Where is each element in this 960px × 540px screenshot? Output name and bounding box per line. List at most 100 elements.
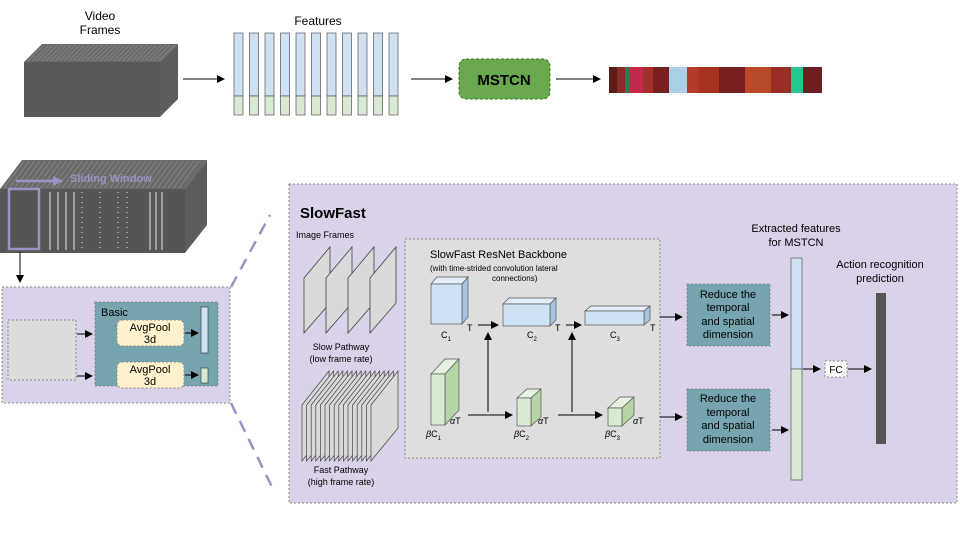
alpha-t-label-2: αT: [538, 416, 549, 426]
t-label-c1: T: [467, 323, 473, 333]
frame-stripe: [46, 160, 67, 189]
feature-bar-top: [233, 32, 244, 97]
action-recognition-label-1: Action recognition: [836, 259, 923, 271]
avgpool-bottom-box: [116, 361, 185, 389]
frame-stripe: [81, 44, 99, 62]
alpha-t-label-3: αT: [633, 416, 644, 426]
frame-stripe: [125, 160, 147, 189]
frame-stripe: [140, 44, 157, 62]
fast-cube-3: [607, 396, 635, 427]
features-label: Features: [294, 14, 341, 28]
feature-bar-top: [388, 32, 399, 97]
action-segment: [771, 67, 791, 93]
feature-bar-top: [311, 32, 321, 97]
frame-stripe: [30, 160, 51, 189]
feature-bar-top: [357, 32, 368, 97]
frame-stripe: [117, 44, 135, 62]
reduce-bottom-line1: Reduce the: [700, 393, 756, 405]
reduce-top-line1: Reduce the: [700, 289, 756, 301]
frame-stripe: [157, 160, 179, 189]
video-frames-block: [24, 44, 178, 117]
reduce-top-line2: temporal: [707, 302, 750, 314]
frame-stripe: [136, 160, 157, 189]
feature-bar-bottom: [357, 95, 368, 116]
frame-stripe: [152, 160, 173, 189]
feature-bar-top: [280, 32, 290, 97]
feature-bar-bottom: [295, 95, 306, 116]
slow-pathway-label-2: (low frame rate): [309, 354, 372, 364]
frame-stripe: [135, 44, 153, 62]
action-segment-strip: [609, 67, 822, 93]
video-frame-stripes: [27, 44, 175, 62]
frame-stripe: [77, 44, 94, 62]
frame-stripe: [113, 44, 130, 62]
frame-stripe: [178, 160, 200, 189]
avgpool-top-box: [116, 319, 185, 347]
action-segment: [745, 67, 771, 93]
action-segment: [719, 67, 745, 93]
frame-stripe: [35, 160, 57, 189]
avgpool-bottom-line2: 3d: [144, 376, 156, 388]
reduce-top-line4: dimension: [703, 329, 753, 341]
action-segment: [653, 67, 669, 93]
zoom-connector-top: [229, 214, 272, 288]
feature-bar-bottom: [280, 95, 290, 116]
backbone-sub-2: connections): [492, 274, 538, 283]
frame-stripe: [104, 160, 126, 189]
reduce-top-box: [686, 283, 771, 347]
frame-stripe: [114, 160, 136, 189]
mstcn-box: MSTCN: [458, 58, 551, 100]
fast-cube-1: [430, 358, 460, 426]
c2-label: C2: [527, 330, 538, 343]
image-frames-label: Image Frames: [296, 230, 355, 240]
frame-stripe: [109, 160, 131, 189]
fast-pathway-frames: [301, 369, 399, 462]
feature-bar-top: [342, 32, 352, 97]
frame-stripe: [41, 44, 58, 62]
action-segment: [629, 67, 643, 93]
action-segment: [803, 67, 822, 93]
frame-stripe: [36, 44, 54, 62]
video-frames-label-1: Video: [85, 9, 116, 23]
frame-stripe: [27, 44, 45, 62]
extracted-feature-top: [790, 257, 803, 370]
frame-stripe: [72, 44, 90, 62]
slow-pathway-frames: [303, 245, 397, 335]
feature-bar-bottom: [373, 95, 383, 116]
slow-cube-c1: [430, 276, 469, 325]
frame-stripe: [90, 44, 108, 62]
sliding-window-label: Sliding Window: [70, 173, 152, 185]
reduce-bottom-line2: temporal: [707, 407, 750, 419]
frame-stripe: [99, 44, 117, 62]
frame-stripe: [149, 44, 166, 62]
frame-stripe: [104, 44, 121, 62]
sliding-frame-stripes: [3, 160, 200, 250]
c1-label: C1: [441, 330, 452, 343]
frame-stripe: [59, 44, 76, 62]
frame-stripe: [93, 160, 115, 189]
fc-label: FC: [829, 365, 842, 376]
frame-stripe: [99, 160, 120, 189]
action-segment: [699, 67, 719, 93]
frame-stripe: [144, 44, 162, 62]
video-frames-label-2: Frames: [80, 23, 121, 37]
feature-bar-top: [249, 32, 259, 97]
backbone-title: SlowFast ResNet Backbone: [430, 249, 567, 261]
fast-frame: [370, 369, 399, 462]
frame-stripe: [77, 160, 99, 189]
sliding-window-frame: [7, 187, 41, 251]
beta-c2-label: βC2: [513, 429, 530, 442]
frame-stripe: [54, 44, 72, 62]
slow-cube-c2: [502, 297, 557, 327]
action-segment: [617, 67, 625, 93]
extracted-features-label-2: for MSTCN: [769, 237, 824, 249]
backbone-sub-1: (with time-strided convolution lateral: [430, 264, 558, 273]
avgpool-bottom-line1: AvgPool: [130, 364, 171, 376]
frame-stripe: [19, 160, 41, 189]
fast-pathway-label-1: Fast Pathway: [314, 465, 369, 475]
beta-c1-label: βC1: [425, 429, 442, 442]
reduce-top-line3: and spatial: [701, 316, 754, 328]
reduce-bottom-box: [686, 388, 771, 452]
mstcn-label: MSTCN: [477, 72, 530, 89]
